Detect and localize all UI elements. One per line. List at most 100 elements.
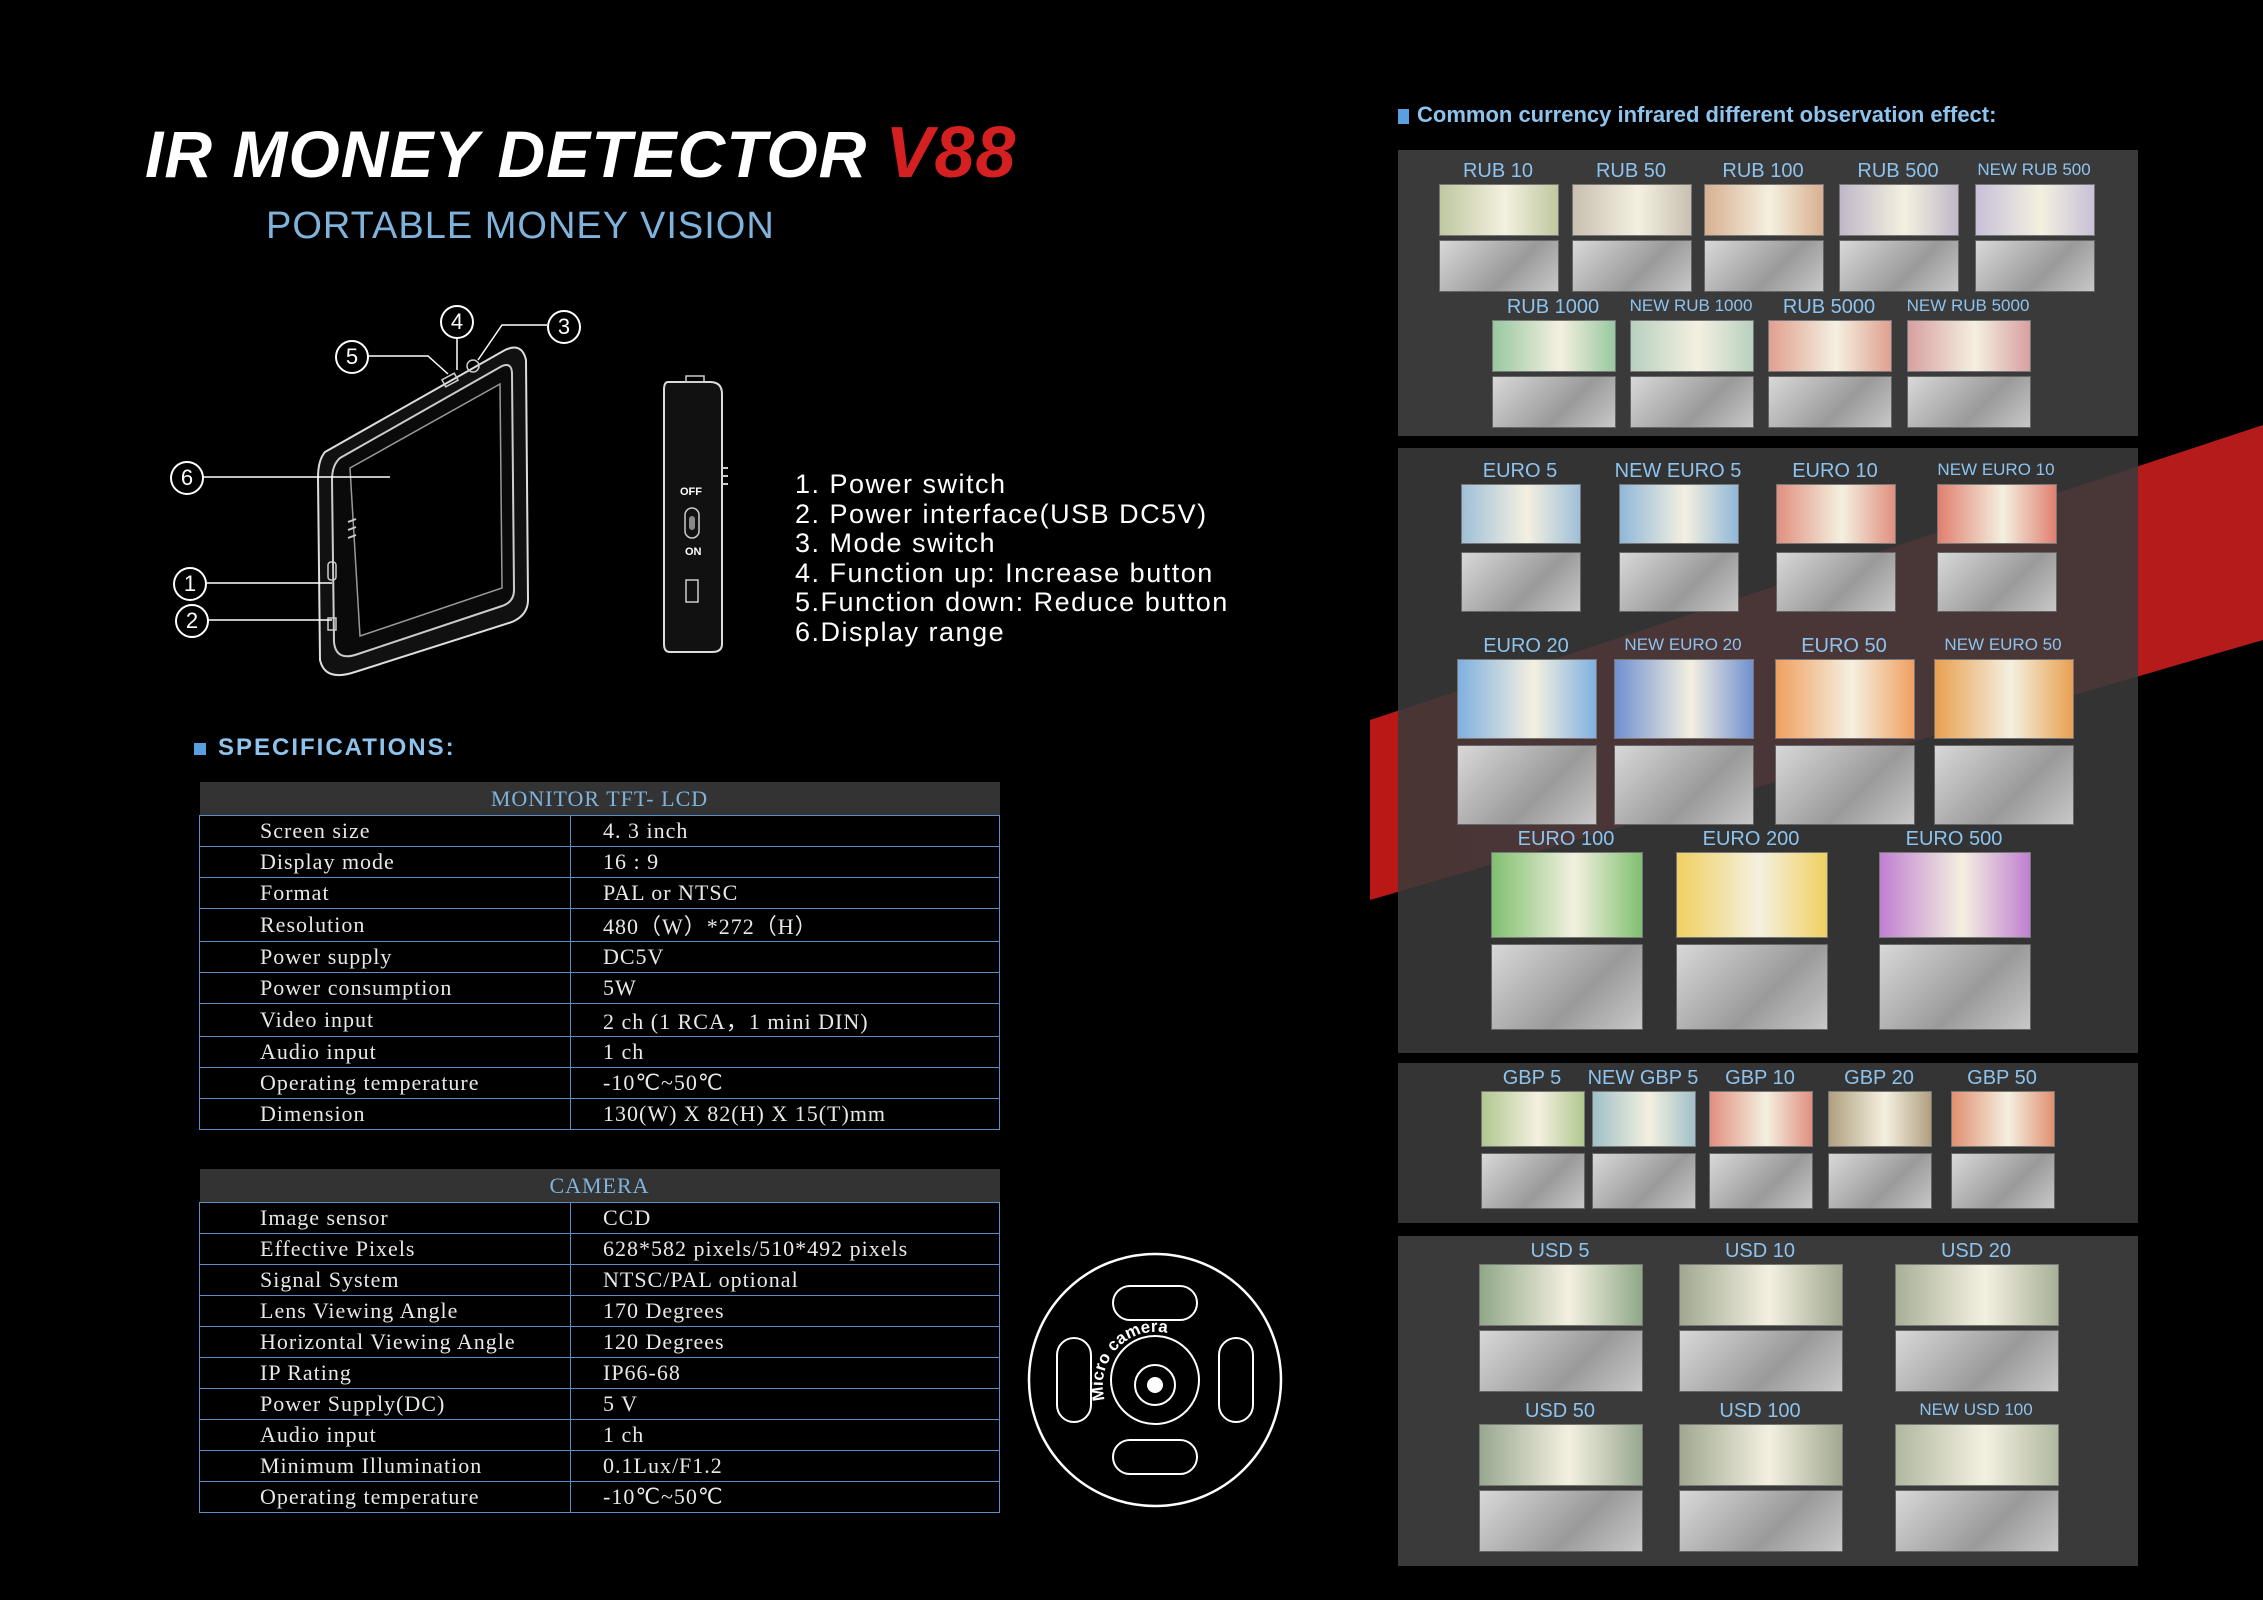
banknote-ir-image — [1879, 944, 2031, 1030]
banknote-ir-image — [1709, 1153, 1813, 1209]
spec-value: 1 ch — [570, 1419, 1000, 1451]
spec-value: CCD — [570, 1202, 1000, 1234]
banknote-label: RUB 50 — [1595, 160, 1667, 182]
monitor-table-title: MONITOR TFT- LCD — [199, 782, 1000, 816]
callout-6: 6 — [170, 461, 204, 495]
banknote-label: NEW RUB 1000 — [1629, 296, 1753, 315]
banknote-label: GBP 20 — [1844, 1067, 1914, 1089]
spec-row: Power Supply(DC)5 V — [199, 1388, 1000, 1420]
banknote-ir-image — [1907, 376, 2031, 428]
specifications-heading: SPECIFICATIONS: — [194, 734, 456, 762]
spec-value: NTSC/PAL optional — [570, 1264, 1000, 1296]
spec-key: Power Supply(DC) — [199, 1388, 571, 1420]
banknote-ir-image — [1704, 240, 1824, 292]
model-name: V88 — [885, 113, 1017, 193]
banknote-ir-image — [1614, 745, 1754, 825]
callout-3: 3 — [547, 310, 581, 344]
gallery-heading: Common currency infrared different obser… — [1398, 102, 1996, 128]
banknote-label: USD 5 — [1530, 1240, 1590, 1262]
banknote-image — [1630, 320, 1754, 372]
spec-key: Format — [199, 877, 571, 909]
spec-value: 1 ch — [570, 1036, 1000, 1068]
banknote-label: GBP 10 — [1725, 1067, 1795, 1089]
banknote-image — [1879, 852, 2031, 938]
banknote-ir-image — [1491, 944, 1643, 1030]
banknote-ir-image — [1481, 1153, 1585, 1209]
banknote-image — [1839, 184, 1959, 236]
banknote-label: NEW EURO 20 — [1624, 635, 1742, 654]
spec-row: Operating temperature-10℃~50℃ — [199, 1481, 1000, 1513]
banknote-image — [1439, 184, 1559, 236]
banknote-label: EURO 5 — [1482, 460, 1558, 482]
camera-lens-graphic: Micro camera — [1027, 1252, 1283, 1508]
spec-key: Operating temperature — [199, 1481, 571, 1513]
banknote-image — [1907, 320, 2031, 372]
banknote-image — [1619, 484, 1739, 544]
spec-value: 5 V — [570, 1388, 1000, 1420]
callout-2: 2 — [175, 604, 209, 638]
spec-key: Effective Pixels — [199, 1233, 571, 1265]
banknote-ir-image — [1951, 1153, 2055, 1209]
banknote-ir-image — [1828, 1153, 1932, 1209]
banknote-image — [1491, 852, 1643, 938]
banknote-label: RUB 100 — [1722, 160, 1804, 182]
banknote-ir-image — [1776, 552, 1896, 612]
banknote-ir-image — [1676, 944, 1828, 1030]
banknote-label: NEW EURO 5 — [1614, 460, 1742, 482]
banknote-image — [1828, 1091, 1932, 1147]
spec-value: 628*582 pixels/510*492 pixels — [570, 1233, 1000, 1265]
switch-on-label: ON — [685, 546, 702, 558]
gallery-heading-text: Common currency infrared different obser… — [1417, 102, 1997, 127]
spec-value: 120 Degrees — [570, 1326, 1000, 1358]
banknote-label: USD 100 — [1719, 1400, 1801, 1422]
banknote-image — [1776, 484, 1896, 544]
banknote-image — [1679, 1424, 1843, 1486]
banknote-label: EURO 500 — [1905, 828, 2003, 850]
banknote-image — [1481, 1091, 1585, 1147]
banknote-image — [1679, 1264, 1843, 1326]
banknote-label: RUB 1000 — [1506, 296, 1600, 318]
banknote-label: RUB 10 — [1462, 160, 1534, 182]
banknote-image — [1895, 1264, 2059, 1326]
banknote-label: USD 10 — [1724, 1240, 1796, 1262]
spec-key: Signal System — [199, 1264, 571, 1296]
banknote-label: GBP 5 — [1502, 1067, 1562, 1089]
banknote-label: USD 20 — [1940, 1240, 2012, 1262]
banknote-label: EURO 50 — [1801, 635, 1887, 657]
banknote-ir-image — [1479, 1330, 1643, 1392]
banknote-label: EURO 100 — [1517, 828, 1615, 850]
feature-item: 1. Power switch — [795, 469, 1007, 499]
bullet-square — [194, 742, 206, 755]
banknote-ir-image — [1775, 745, 1915, 825]
page-subtitle: PORTABLE MONEY VISION — [266, 205, 775, 247]
banknote-image — [1479, 1424, 1643, 1486]
banknote-ir-image — [1839, 240, 1959, 292]
spec-key: Dimension — [199, 1098, 571, 1130]
banknote-image — [1768, 320, 1892, 372]
banknote-image — [1775, 659, 1915, 739]
banknote-label: NEW EURO 50 — [1944, 635, 2062, 654]
banknote-label: EURO 200 — [1702, 828, 1800, 850]
banknote-image — [1934, 659, 2074, 739]
micro-camera-diagram: Micro camera — [1025, 1250, 1285, 1510]
spec-key: Resolution — [199, 908, 571, 942]
banknote-label: EURO 10 — [1792, 460, 1878, 482]
spec-value: 5W — [570, 972, 1000, 1004]
banknote-ir-image — [1937, 552, 2057, 612]
